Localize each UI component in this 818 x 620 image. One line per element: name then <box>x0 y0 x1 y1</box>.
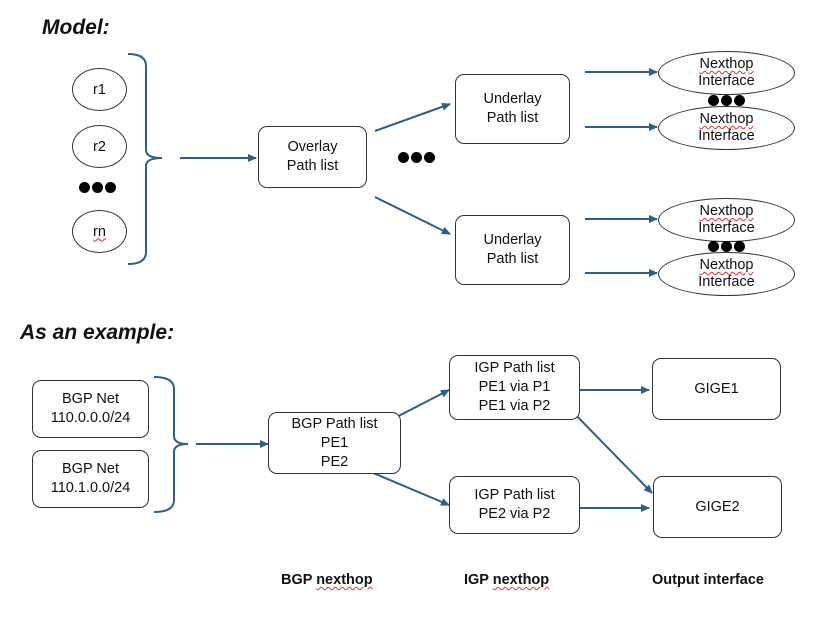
underlay-2-line-1: Underlay <box>483 232 542 248</box>
bgp-path-list: BGP Path list PE1 PE2 <box>268 412 401 474</box>
nexthop-1-line-1: Nexthop <box>699 56 754 72</box>
footer-bgp-word: nexthop <box>316 572 373 588</box>
nexthop-4-line-1: Nexthop <box>699 257 754 273</box>
interface-gige1: GIGE1 <box>652 358 781 420</box>
bgp-net-2-line-2: 110.1.0.0/24 <box>50 480 131 496</box>
ellipsis-dots-routes <box>79 182 116 193</box>
overlay-line-1: Overlay <box>287 139 338 155</box>
arrow-overlay-to-underlay-1 <box>374 102 451 132</box>
footer-igp-prefix: IGP <box>464 572 493 588</box>
igp-path-list-1-title: IGP Path list <box>474 360 555 376</box>
arrow-overlay-to-underlay-2 <box>374 196 451 235</box>
bgp-net-1-line-2: 110.0.0.0/24 <box>50 410 131 426</box>
bgp-net-1: BGP Net 110.0.0.0/24 <box>32 380 149 438</box>
underlay-path-list-2: Underlay Path list <box>455 215 570 285</box>
route-rn-label: rn <box>93 223 106 240</box>
nexthop-interface-1: Nexthop Interface <box>658 51 795 95</box>
interface-gige2-label: GIGE2 <box>695 498 740 515</box>
igp-path-item-pe1-p1: PE1 via P1 <box>478 379 551 395</box>
example-heading: As an example: <box>20 321 175 344</box>
footer-bgp-nexthop: BGP nexthop <box>281 572 373 588</box>
nexthop-interface-4: Nexthop Interface <box>658 252 795 296</box>
footer-igp-nexthop: IGP nexthop <box>464 572 549 588</box>
arrow-p2-to-gige2 <box>567 406 653 494</box>
underlay-2-line-2: Path list <box>486 251 539 267</box>
nexthop-interface-2: Nexthop Interface <box>658 106 795 150</box>
route-r1: r1 <box>72 68 127 111</box>
ellipsis-dots-nexthop-2 <box>708 241 745 252</box>
igp-path-item-pe2-p2: PE2 via P2 <box>478 506 551 522</box>
route-rn: rn <box>72 210 127 253</box>
bgp-path-item-pe2: PE2 <box>320 453 349 470</box>
example-bracket <box>153 376 189 513</box>
nexthop-interface-3: Nexthop Interface <box>658 198 795 242</box>
overlay-path-list: Overlay Path list <box>258 126 367 188</box>
interface-gige2: GIGE2 <box>653 476 782 538</box>
interface-gige1-label: GIGE1 <box>694 380 739 397</box>
nexthop-2-line-2: Interface <box>698 128 755 144</box>
igp-path-list-2-title: IGP Path list <box>474 487 555 503</box>
bgp-path-list-title: BGP Path list <box>291 415 378 432</box>
bgp-path-item-pe1: PE1 <box>320 434 349 451</box>
underlay-path-list-1: Underlay Path list <box>455 74 570 144</box>
nexthop-2-line-1: Nexthop <box>699 111 754 127</box>
nexthop-3-line-2: Interface <box>698 220 755 236</box>
footer-output-interface: Output interface <box>652 572 764 588</box>
model-heading: Model: <box>42 16 110 39</box>
footer-igp-word: nexthop <box>492 572 550 588</box>
nexthop-1-line-2: Interface <box>698 73 755 89</box>
underlay-1-line-1: Underlay <box>483 91 542 107</box>
nexthop-3-line-1: Nexthop <box>699 203 754 219</box>
bgp-net-1-line-1: BGP Net <box>62 391 119 407</box>
model-bracket <box>127 53 163 265</box>
bgp-net-2-line-1: BGP Net <box>62 461 119 477</box>
bgp-net-2: BGP Net 110.1.0.0/24 <box>32 450 149 508</box>
ellipsis-dots-overlay <box>398 152 435 163</box>
igp-path-list-1: IGP Path list PE1 via P1 PE1 via P2 <box>449 355 580 420</box>
ellipsis-dots-nexthop-1 <box>708 95 745 106</box>
route-r2: r2 <box>72 125 127 168</box>
underlay-1-line-2: Path list <box>486 110 539 126</box>
nexthop-4-line-2: Interface <box>698 274 755 290</box>
igp-path-list-2: IGP Path list PE2 via P2 <box>449 476 580 534</box>
overlay-line-2: Path list <box>286 158 339 174</box>
footer-bgp-prefix: BGP <box>281 572 317 588</box>
igp-path-item-pe1-p2: PE1 via P2 <box>478 398 551 414</box>
